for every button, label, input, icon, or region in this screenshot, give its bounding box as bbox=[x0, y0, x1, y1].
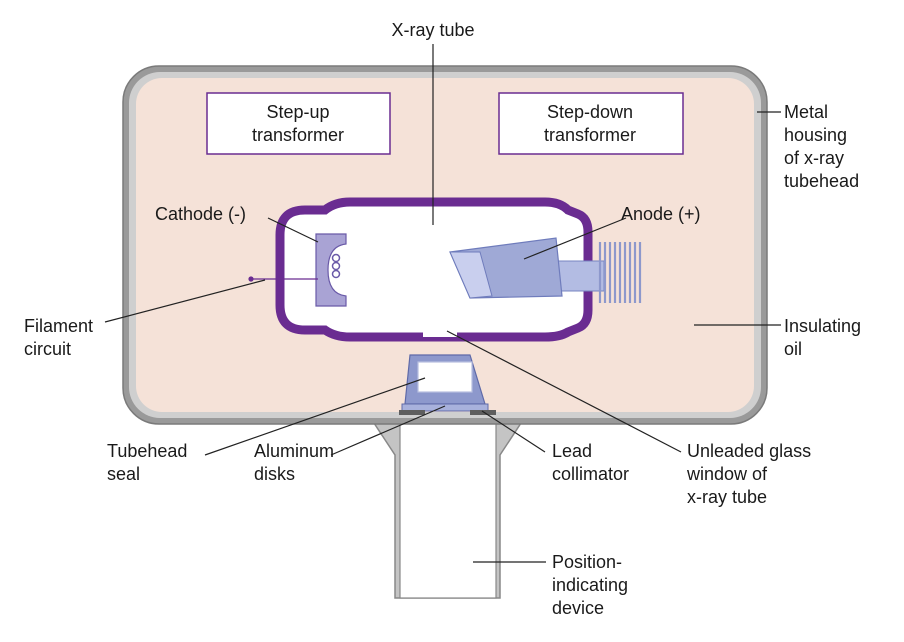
filament-wire bbox=[248, 276, 318, 282]
label-metal-housing-1: Metal bbox=[784, 102, 828, 122]
label-oil-2: oil bbox=[784, 339, 802, 359]
label-pid-2: indicating bbox=[552, 575, 628, 595]
leader-lines bbox=[104, 44, 781, 563]
label-step-up-2: transformer bbox=[252, 125, 344, 145]
label-pid-1: Position- bbox=[552, 552, 622, 572]
cathode bbox=[315, 233, 347, 307]
label-cathode: Cathode (-) bbox=[155, 204, 246, 224]
label-filament-2: circuit bbox=[24, 339, 71, 359]
step-up-transformer bbox=[206, 92, 391, 155]
label-pid-3: device bbox=[552, 598, 604, 618]
label-metal-housing-4: tubehead bbox=[784, 171, 859, 191]
label-window-1: Unleaded glass bbox=[687, 441, 811, 461]
label-aluminum-2: disks bbox=[254, 464, 295, 484]
label-window-2: window of bbox=[686, 464, 768, 484]
label-filament-1: Filament bbox=[24, 316, 93, 336]
anode bbox=[449, 237, 642, 303]
lead-collimator bbox=[399, 410, 496, 415]
label-oil-1: Insulating bbox=[784, 316, 861, 336]
label-tubehead-seal-1: Tubehead bbox=[107, 441, 187, 461]
label-aluminum-1: Aluminum bbox=[254, 441, 334, 461]
xray-tube bbox=[275, 197, 593, 342]
label-xray-tube: X-ray tube bbox=[391, 20, 474, 40]
label-window-3: x-ray tube bbox=[687, 487, 767, 507]
label-step-down-1: Step-down bbox=[547, 102, 633, 122]
label-step-down-2: transformer bbox=[544, 125, 636, 145]
label-step-up-1: Step-up bbox=[266, 102, 329, 122]
label-tubehead-seal-2: seal bbox=[107, 464, 140, 484]
label-anode: Anode (+) bbox=[621, 204, 701, 224]
label-lead-2: collimator bbox=[552, 464, 629, 484]
step-down-transformer bbox=[498, 92, 684, 155]
aluminum-disks bbox=[401, 403, 489, 412]
label-metal-housing-2: housing bbox=[784, 125, 847, 145]
position-indicating-device bbox=[370, 411, 525, 599]
label-metal-housing-3: of x-ray bbox=[784, 148, 844, 168]
label-lead-1: Lead bbox=[552, 441, 592, 461]
